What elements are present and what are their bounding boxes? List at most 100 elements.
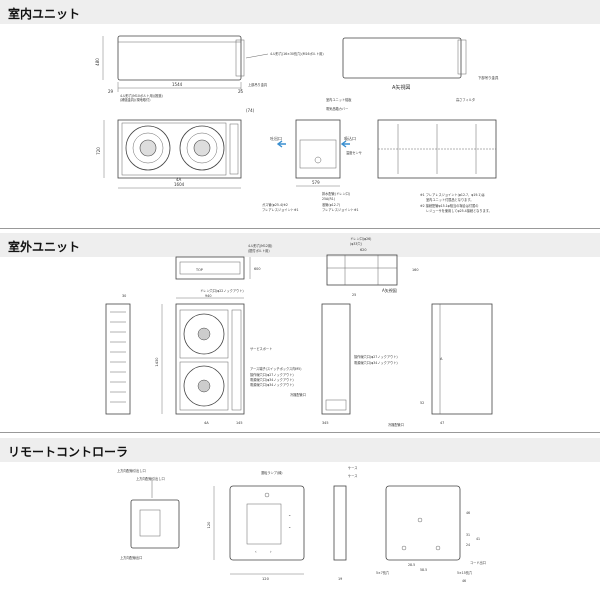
indoor-section-title: 室内ユニット xyxy=(8,7,81,21)
left-port-label: 上方向配線引出し口 xyxy=(136,476,165,481)
fan xyxy=(183,313,225,355)
lamp-label: 運転ランプ(緑) xyxy=(261,470,283,475)
dim-text: 120 xyxy=(262,577,270,581)
drain-port-label: ドレン口(φ26) xyxy=(350,237,371,241)
indoor-a-view xyxy=(342,37,462,79)
upper-hanger-label: 上部吊り金具 xyxy=(248,82,268,87)
bottom-port-label: 上方向配線出口 xyxy=(120,555,142,560)
outlet-label: 吐出口 xyxy=(270,135,282,141)
remote-section-title: リモートコントローラ xyxy=(8,445,129,459)
dim-text: (74) xyxy=(246,108,255,113)
filter-label: 高さフィルタ xyxy=(456,97,475,102)
dim-text: 145 xyxy=(236,421,242,425)
holes-note: 4-U形穴(16×30長穴)(M16ボルト用) xyxy=(270,51,324,56)
up-arrow-icon: ⌃ xyxy=(288,514,291,519)
wire-label: 電源線穴口(φ34ノックアウト) xyxy=(250,377,294,382)
drain-size: 25A(R1) xyxy=(322,197,335,201)
nameplate-label: 室内ユニット銘板 xyxy=(326,97,352,102)
drain-hole-label: ドレン穴口(φ22ノックアウト) xyxy=(200,288,244,293)
drain-label: 排水配管(ドレン口) xyxy=(322,191,350,196)
outdoor-a-view xyxy=(326,254,398,286)
dim-text: 579 xyxy=(312,180,320,185)
case-label: ケース xyxy=(348,473,357,478)
dim-text: 25 xyxy=(352,293,356,297)
wire-label: 電源線穴口(φ34ノックアウト) xyxy=(250,382,294,387)
indoor-section-header: 室内ユニット xyxy=(0,0,600,24)
a-view-label: A矢視図 xyxy=(382,287,397,293)
fan xyxy=(179,125,225,171)
dim-text: 31 xyxy=(466,533,470,537)
cord-label: コード出口 xyxy=(470,560,486,565)
inlet-arrow-icon xyxy=(340,140,350,148)
remote-section-header: リモートコントローラ xyxy=(0,438,600,462)
outdoor-front-view xyxy=(175,303,245,415)
note: 室内ユニット付属品となります。 xyxy=(426,197,473,202)
sensor-label: 温度センサ xyxy=(346,150,362,155)
service-port-label: サービスポート xyxy=(250,346,272,351)
outdoor-left-side xyxy=(105,303,131,415)
remote-side xyxy=(333,485,347,561)
cover-label: 電気品箱カバー xyxy=(326,106,348,111)
dim-text: 480 xyxy=(95,58,100,66)
indoor-side-view xyxy=(295,119,341,179)
divider xyxy=(0,228,600,229)
dim-text: 720 xyxy=(96,147,101,155)
top-label: TOP xyxy=(195,268,203,272)
dim-text: 46 xyxy=(466,511,470,515)
remote-display xyxy=(246,503,282,545)
outdoor-top-view xyxy=(175,256,245,280)
dim-text: 4A xyxy=(176,177,182,182)
outlet-arrow-icon xyxy=(276,140,286,148)
dim-text: 24 xyxy=(466,543,470,547)
dim-text: 4A xyxy=(204,421,209,425)
dim-text: 19 xyxy=(338,577,342,581)
dim-text: 345 xyxy=(322,421,328,425)
down-arrow-icon: ⌄ xyxy=(288,524,291,529)
drain-port-label: (φ33穴) xyxy=(350,241,362,246)
dim-text: 940 xyxy=(205,294,211,298)
dim-text: 28.5 xyxy=(408,563,415,567)
top-port-label: 上方向配線引出し口 xyxy=(117,468,146,473)
right-arrow-icon: › xyxy=(270,549,272,554)
holes-note: 4-U形穴(M10ボルト用)(推奨) xyxy=(120,93,163,98)
fan xyxy=(183,365,225,407)
note: ※2 接続配管φ15.1φ相当の場合は付属の xyxy=(420,203,478,208)
lower-hanger-label: 下部吊り金具 xyxy=(478,75,499,80)
ref-pipe-label: 冷媒配管口 xyxy=(290,392,306,397)
outdoor-rear-view xyxy=(431,303,493,415)
a-view-label: A矢視図 xyxy=(392,84,410,91)
indoor-top-view xyxy=(117,35,242,81)
dim-text: 41 xyxy=(476,537,480,541)
dim-text: 1544 xyxy=(172,82,183,87)
dim-text: 620 xyxy=(360,248,366,252)
dim-text: 25 xyxy=(238,89,244,94)
dim-text: 58.5 xyxy=(420,568,427,572)
hole-label: 5×15長穴 xyxy=(457,570,473,575)
dim-text: 120 xyxy=(207,521,211,529)
dim-text: 1430 xyxy=(155,357,159,367)
gas-pipe-label: ガス管(φ25.4)※2 xyxy=(262,202,288,207)
earth-label: アース端子(スイッチボックス内M5) xyxy=(250,366,301,371)
dim-text: 1604 xyxy=(174,182,185,187)
hole-label: 5×7長穴 xyxy=(376,570,390,575)
holes-label: (据付ボルト用) xyxy=(248,248,270,253)
flare-label: フレアレスジョイント※1 xyxy=(322,207,359,212)
run-lamp-icon xyxy=(264,492,270,498)
remote-front xyxy=(229,485,305,561)
remote-front-small xyxy=(130,499,180,549)
outdoor-section-title: 室外ユニット xyxy=(8,240,81,254)
dim-text: 46 xyxy=(462,579,466,583)
holes-note: (補強金具)(現地取付) xyxy=(120,97,150,102)
fan xyxy=(125,125,171,171)
note: レジューサを使用してφ25.4接続となります。 xyxy=(426,208,492,213)
dim-text: 160 xyxy=(412,268,418,272)
flare-label: フレアレスジョイント※1 xyxy=(262,207,299,212)
outdoor-side-view xyxy=(321,303,351,415)
outdoor-section-header: 室外ユニット xyxy=(0,233,600,257)
holes-label: 4-U形穴(M12用) xyxy=(248,243,272,248)
note: ※1 フレアレスジョイント(φ12.7、φ19.1)は xyxy=(420,192,486,197)
remote-back xyxy=(385,485,461,561)
